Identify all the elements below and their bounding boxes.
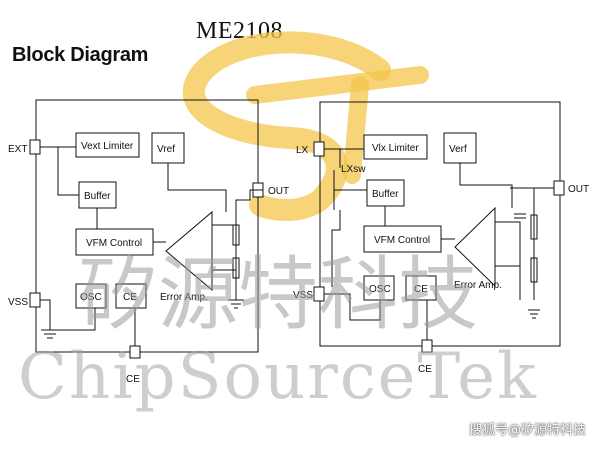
- right-lx-pin: [313, 141, 325, 157]
- left-vext-limiter-label: Vext Limiter: [81, 141, 134, 152]
- right-ce-pin-label: CE: [418, 364, 432, 375]
- left-ext-pin: [29, 139, 41, 155]
- left-diagram: [29, 99, 264, 359]
- right-diagram: [313, 101, 565, 353]
- left-error-amp-label: Error Amp.: [160, 292, 208, 303]
- right-out-label: OUT: [568, 184, 589, 195]
- left-buffer-label: Buffer: [84, 191, 111, 202]
- right-vfm-control-label: VFM Control: [374, 235, 430, 246]
- left-vss-label: VSS: [8, 297, 28, 308]
- right-vss-label: VSS: [293, 290, 313, 301]
- left-osc-label: OSC: [80, 292, 102, 303]
- right-out-pin: [553, 180, 565, 196]
- right-ce-block-label: CE: [414, 284, 428, 295]
- watermark-latin: ChipSourceTek: [18, 340, 538, 414]
- right-verf-label: Verf: [449, 144, 467, 155]
- right-osc-label: OSC: [369, 284, 391, 295]
- left-ce-block-label: CE: [123, 292, 137, 303]
- right-error-amp-label: Error Amp.: [454, 280, 502, 291]
- left-chip-outline: [35, 99, 259, 353]
- left-ce-block: [115, 283, 147, 309]
- left-ce-pin-label: CE: [126, 374, 140, 385]
- left-vref-label: Vref: [157, 144, 175, 155]
- right-chip-outline: [319, 101, 561, 347]
- right-vlx-limiter-label: Vlx Limiter: [372, 143, 419, 154]
- right-lxsw-label: LXsw: [341, 164, 366, 175]
- right-lx-label: LX: [296, 145, 309, 156]
- left-osc-block: [75, 283, 107, 309]
- section-title: Block Diagram: [12, 44, 149, 66]
- right-error-amp: [454, 206, 496, 288]
- left-vfm-control-label: VFM Control: [86, 238, 142, 249]
- left-vext-limiter-block: [75, 132, 140, 158]
- right-osc-block: [363, 275, 395, 301]
- watermark-cjk: 矽源特科技: [78, 248, 478, 341]
- left-ext-label: EXT: [8, 144, 27, 155]
- watermark-logo: [182, 31, 429, 221]
- left-vss-pin: [29, 292, 41, 308]
- source-credit: 搜狐号@矽源特科技: [468, 423, 586, 438]
- right-buffer-label: Buffer: [372, 189, 399, 200]
- right-vlx-limiter-block: [363, 134, 428, 160]
- left-out-label: OUT: [268, 186, 289, 197]
- left-error-amp: [165, 210, 213, 292]
- right-ce-block: [405, 275, 437, 301]
